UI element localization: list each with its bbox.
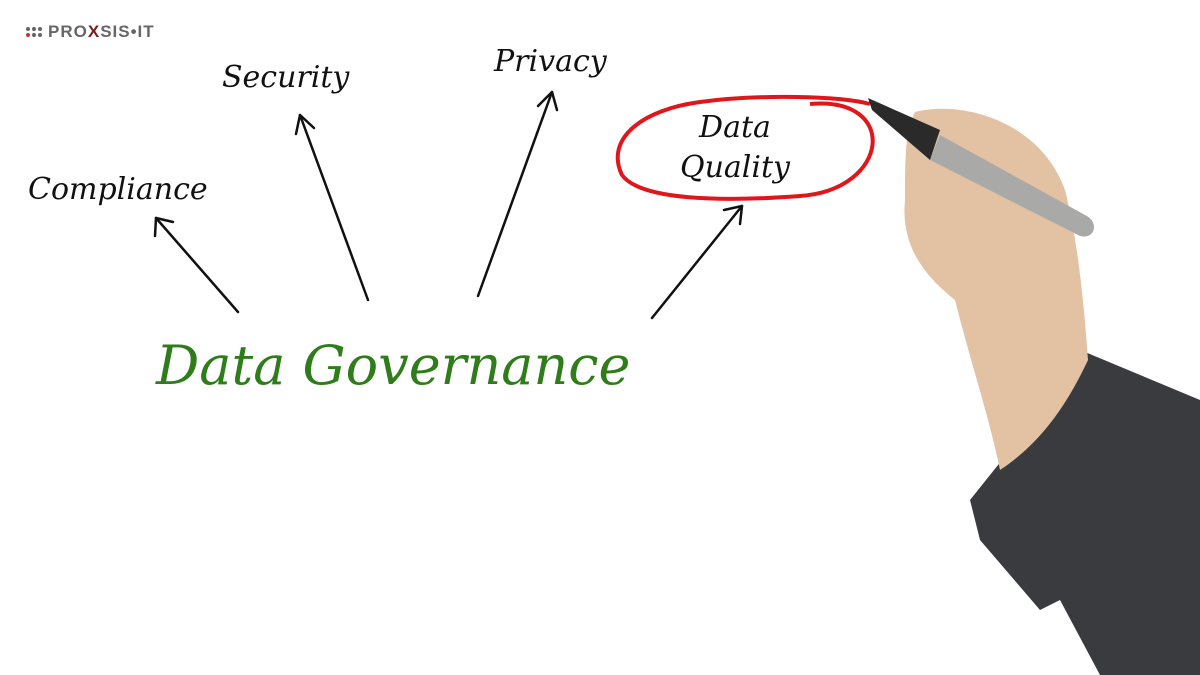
proxsis-logo: PROXSIS•IT	[26, 22, 155, 42]
central-title: Data Governance	[156, 334, 631, 397]
logo-text: PROXSIS•IT	[48, 22, 155, 41]
branch-security: Security	[222, 60, 350, 95]
branch-data-quality: Data Quality	[680, 108, 790, 188]
branch-privacy: Privacy	[494, 44, 607, 79]
dq-line2: Quality	[680, 150, 790, 185]
highlight-circle	[615, 94, 875, 201]
dq-line1: Data	[699, 110, 771, 145]
logo-dots-icon	[26, 27, 42, 37]
branch-compliance: Compliance	[28, 172, 208, 207]
marker	[930, 135, 1095, 237]
